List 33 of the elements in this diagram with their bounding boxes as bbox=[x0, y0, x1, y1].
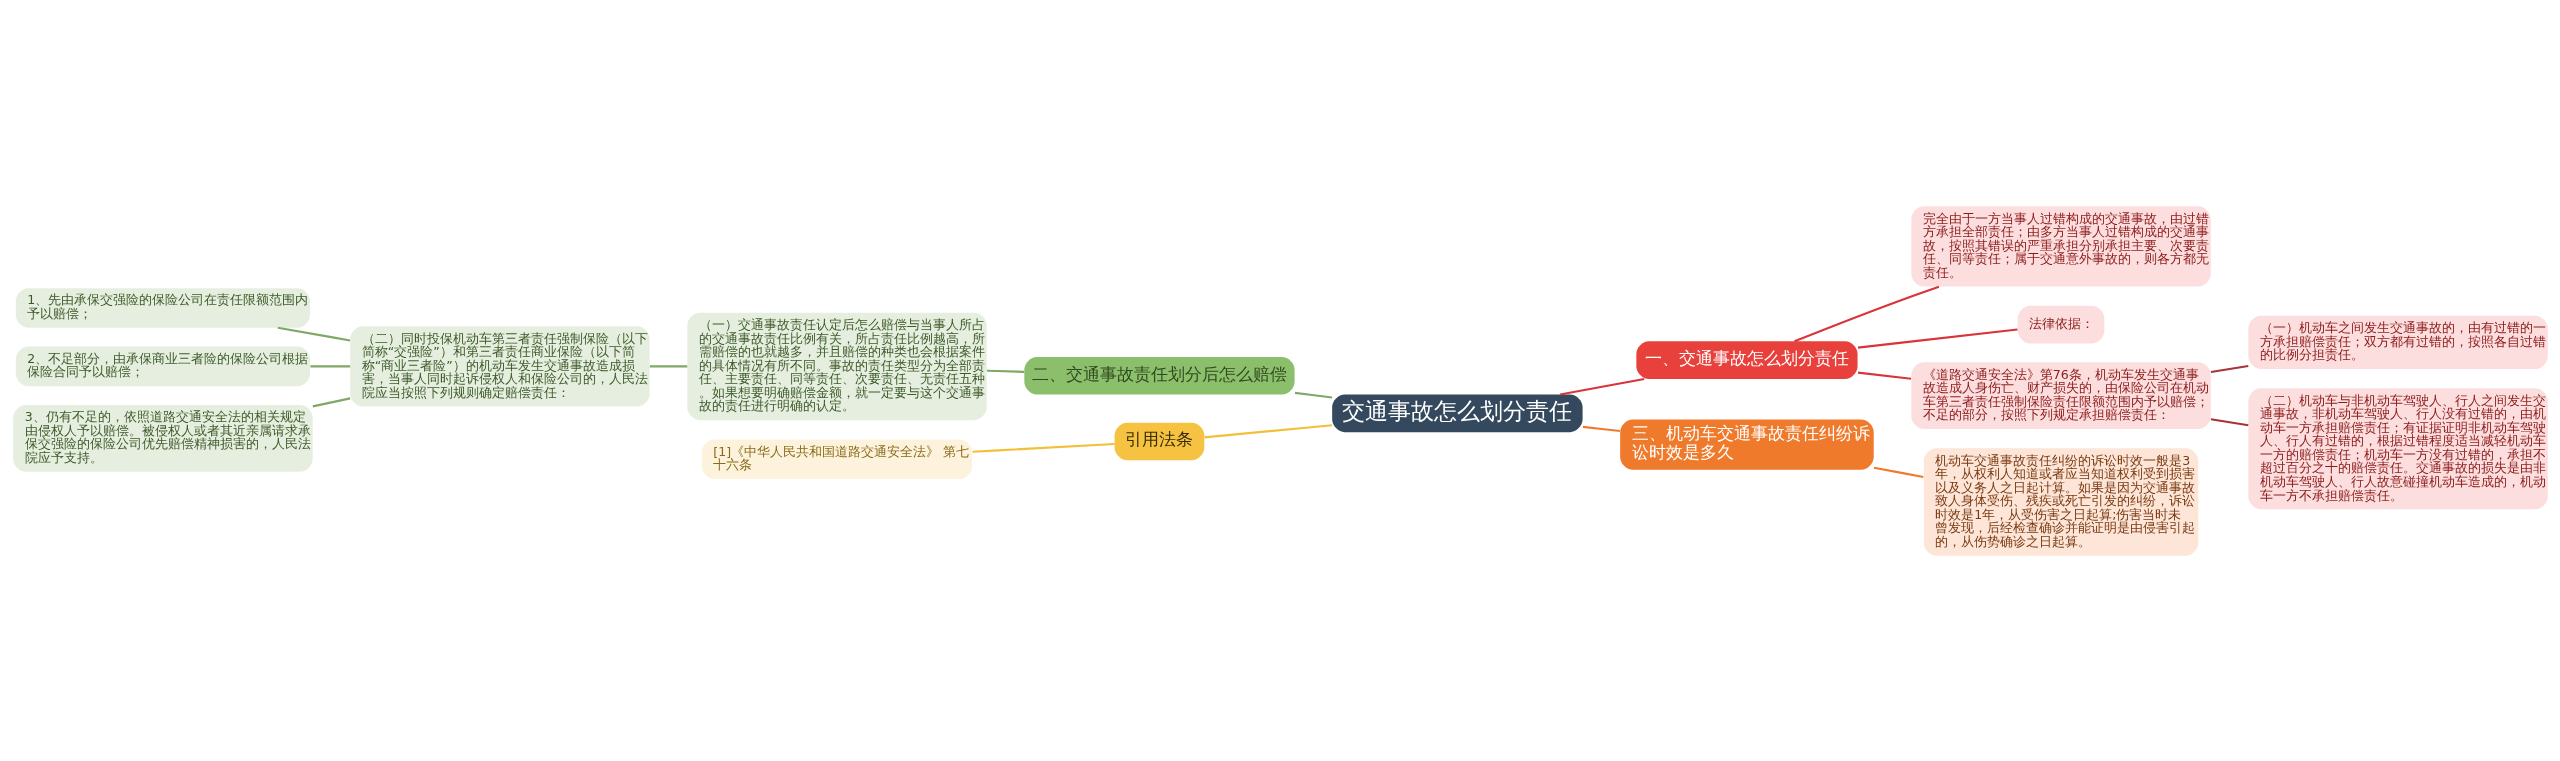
node-box: （一）机动车之间发生交通事故的，由有过错的一方承担赔偿责任；双方都有过错的，按照各自过错的比例分担责任。 bbox=[2247, 315, 2548, 369]
connector bbox=[1559, 377, 1644, 396]
node-box: 交通事故怎么划分责任 bbox=[1331, 394, 1583, 432]
connector bbox=[2210, 364, 2248, 373]
connector bbox=[2210, 417, 2248, 426]
connector bbox=[986, 369, 1024, 373]
connector bbox=[309, 364, 350, 367]
connector bbox=[1857, 371, 1911, 380]
connector bbox=[1582, 425, 1620, 432]
connector bbox=[277, 326, 350, 341]
connector bbox=[1793, 285, 1939, 342]
node-box: 引用法条 bbox=[1114, 422, 1204, 460]
node-box: 2、不足部分，由承保商业三者险的保险公司根据保险合同予以赔偿； bbox=[15, 346, 310, 386]
node-box: 《道路交通安全法》第76条，机动车发生交通事故造成人身伤亡、财产损失的，由保险公司在机动车第三者责任强制保险责任限额范围内予以赔偿；不足的部分，按照下列规定承担赔偿责任： bbox=[1910, 361, 2211, 429]
connector bbox=[1857, 327, 2018, 349]
connector bbox=[971, 442, 1115, 453]
node-box: 二、交通事故责任划分后怎么赔偿 bbox=[1023, 356, 1295, 395]
node-box: 法律依据： bbox=[2017, 305, 2104, 343]
node-box: 一、交通事故怎么划分责任 bbox=[1635, 340, 1858, 379]
node-box: （二）机动车与非机动车驾驶人、行人之间发生交通事故，非机动车驾驶人、行人没有过错的，由机动车一方承担赔偿责任；有证据证明非机动车驾驶人、行人有过错的，根据过错程度适当减轻机动车一方的赔偿责任；机动车一方没有过错的，承担不超过百分之十的赔偿责任。交通事故的损失是由非机动车驾驶人、行人故意碰撞机动车造成的，机动车一方不承担赔偿责任。 bbox=[2247, 387, 2548, 509]
connector bbox=[1873, 466, 1923, 478]
connector bbox=[649, 364, 687, 367]
connector bbox=[1203, 423, 1332, 438]
node-box: 3、仍有不足的，依照道路交通安全法的相关规定由侵权人予以赔偿。被侵权人或者其近亲属请求承保交强险的保险公司优先赔偿精神损害的，人民法院应予支持。 bbox=[12, 404, 313, 472]
node-box: （二）同时投保机动车第三者责任强制保险（以下简称“交强险”）和第三者责任商业保险（以下简称“商业三者险”）的机动车发生交通事故造成损害，当事人同时起诉侵权人和保险公司的，人民法院应当按照下列规则确定赔偿责任： bbox=[349, 325, 650, 407]
node-box: 机动车交通事故责任纠纷的诉讼时效一般是3年，从权利人知道或者应当知道权利受到损害以及义务人之日起计算。如果是因为交通事故致人身体受伤、残疾或死亡引发的纠纷，诉讼时效是1年，从受伤害之日起算;伤害当时未曾发现，后经检查确诊并能证明是由侵害引起的，从伤势确诊之日起算。 bbox=[1923, 447, 2198, 556]
node-box: （一）交通事故责任认定后怎么赔偿与当事人所占的交通事故责任比例有关，所占责任比例越高，所需赔偿的也就越多，并且赔偿的种类也会根据案件的具体情况有所不同。事故的责任类型分为全部责任、主要责任、同等责任、次要责任、无责任五种。如果想要明确赔偿金额，就一定要与这个交通事故的责任进行明确的认定。 bbox=[686, 312, 987, 420]
node-box: [1]《中华人民共和国道路交通安全法》 第七十六条 bbox=[701, 438, 972, 479]
node-box: 完全由于一方当事人过错构成的交通事故，由过错方承担全部责任；由多方当事人过错构成的交通事故，按照其错误的严重承担分别承担主要、次要责任、同等责任；属于交通意外事故的，则各方都无责任。 bbox=[1910, 205, 2211, 287]
node-box: 1、先由承保交强险的保险公司在责任限额范围内予以赔偿； bbox=[15, 287, 310, 328]
node-box: 三、机动车交通事故责任纠纷诉讼时效是多久 bbox=[1619, 419, 1874, 470]
connector bbox=[312, 396, 350, 407]
connector bbox=[1294, 391, 1332, 399]
